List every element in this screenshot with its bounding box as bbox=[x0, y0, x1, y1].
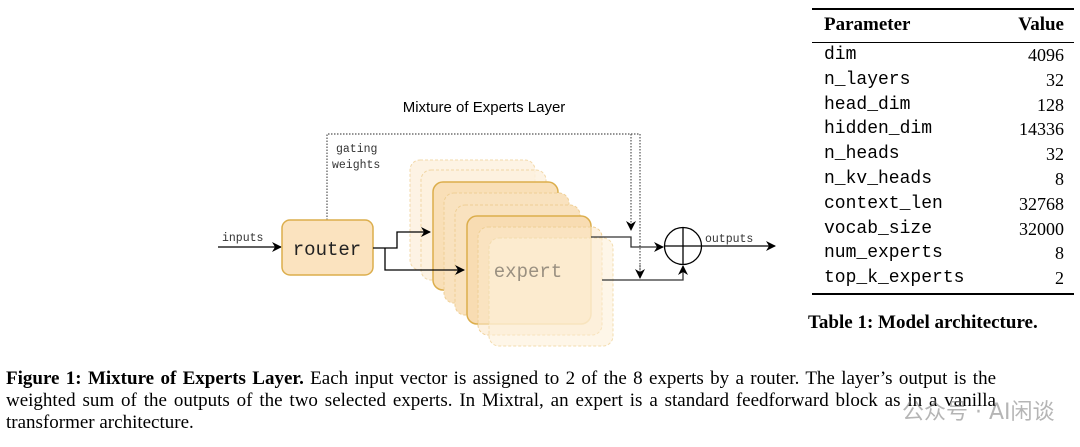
watermark: 公众号 · AI闲谈 bbox=[902, 400, 1055, 425]
table-row: n_layers 32 bbox=[812, 68, 1074, 93]
table-row: n_kv_heads 8 bbox=[812, 167, 1074, 192]
expert-output-line-2 bbox=[602, 265, 688, 281]
table-caption: Table 1: Model architecture. bbox=[808, 312, 1038, 333]
table-row: dim 4096 bbox=[812, 43, 1074, 68]
moe-diagram: Mixture of Experts Layer gating weights … bbox=[218, 99, 776, 347]
param-name: n_heads bbox=[824, 144, 900, 165]
param-name: head_dim bbox=[824, 94, 911, 115]
figure-caption: Figure 1: Mixture of Experts Layer. Each… bbox=[6, 368, 996, 434]
expert-label: expert bbox=[494, 261, 562, 283]
param-name: context_len bbox=[824, 193, 943, 214]
diagram-title: Mixture of Experts Layer bbox=[403, 99, 566, 116]
table-row: hidden_dim 14336 bbox=[812, 117, 1074, 142]
table-row: context_len 32768 bbox=[812, 192, 1074, 217]
param-name: vocab_size bbox=[824, 218, 933, 239]
param-value: 4096 bbox=[1028, 45, 1064, 65]
param-name: n_kv_heads bbox=[824, 168, 933, 189]
header-parameter: Parameter bbox=[812, 8, 1003, 43]
param-value: 32000 bbox=[1019, 218, 1064, 239]
table-row: vocab_size 32000 bbox=[812, 217, 1074, 242]
param-name: top_k_experts bbox=[812, 266, 1003, 295]
table-row: n_heads 32 bbox=[812, 142, 1074, 167]
model-architecture-table: Parameter Value dim 4096 n_layers 32 head_di… bbox=[812, 8, 1074, 295]
table-row: num_experts 8 bbox=[812, 241, 1074, 266]
param-value: 14336 bbox=[1019, 119, 1064, 140]
outputs-label: outputs bbox=[705, 233, 753, 246]
gating-weights-line bbox=[326, 133, 641, 278]
param-value: 32 bbox=[1046, 69, 1064, 90]
param-name: dim bbox=[824, 45, 857, 65]
param-name: hidden_dim bbox=[824, 119, 933, 140]
param-name: n_layers bbox=[824, 69, 911, 90]
weights-label: weights bbox=[332, 159, 380, 172]
inputs-label: inputs bbox=[222, 232, 263, 245]
param-name: num_experts bbox=[824, 243, 943, 264]
expert-ghost bbox=[488, 237, 614, 347]
param-value: 2 bbox=[1002, 266, 1074, 295]
param-value: 128 bbox=[1037, 94, 1064, 115]
param-value: 8 bbox=[1055, 243, 1064, 264]
param-value: 32 bbox=[1046, 144, 1064, 165]
header-value: Value bbox=[1002, 8, 1074, 43]
table-row: head_dim 128 bbox=[812, 93, 1074, 118]
router-to-expert-arrow-2 bbox=[384, 248, 465, 275]
figure-caption-text: Each input vector is assigned to 2 of th… bbox=[6, 368, 997, 433]
sum-icon bbox=[663, 226, 703, 266]
param-value: 8 bbox=[1055, 168, 1064, 189]
expert-output-line-1 bbox=[591, 236, 664, 252]
param-value: 32768 bbox=[1019, 193, 1064, 214]
router-label: router bbox=[293, 239, 361, 261]
gating-label: gating bbox=[336, 143, 377, 156]
figure-caption-label: Figure 1: Mixture of Experts Layer. bbox=[6, 368, 304, 389]
